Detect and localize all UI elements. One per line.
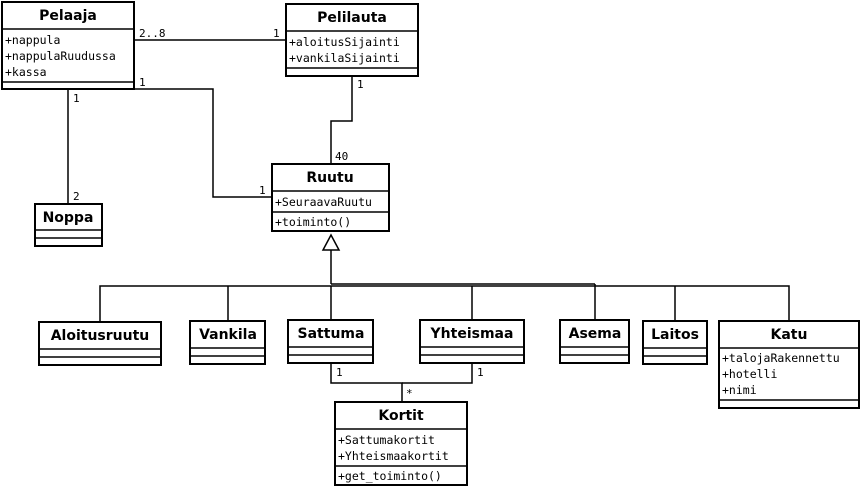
connectors bbox=[67, 39, 790, 402]
class-name: Aloitusruutu bbox=[51, 328, 150, 344]
multiplicity-label: 1 bbox=[477, 366, 484, 379]
class-ruutu[interactable]: Ruutu +SeuraavaRuutu +toiminto() bbox=[271, 163, 390, 232]
class-kortit[interactable]: Kortit +Sattumakortit +Yhteismaakortit +… bbox=[334, 401, 468, 486]
class-asema[interactable]: Asema bbox=[559, 319, 630, 364]
class-yhteismaa[interactable]: Yhteismaa bbox=[419, 319, 525, 364]
class-attribute: +nimi bbox=[722, 383, 757, 397]
class-name: Laitos bbox=[651, 327, 699, 343]
multiplicity-label: * bbox=[406, 387, 413, 400]
class-name: Yhteismaa bbox=[430, 326, 514, 342]
class-attribute: +nappulaRuudussa bbox=[5, 49, 116, 63]
class-noppa[interactable]: Noppa bbox=[34, 203, 103, 247]
class-name: Pelaaja bbox=[39, 8, 97, 24]
association-sattuma-kortit bbox=[330, 364, 403, 402]
class-attribute: +nappula bbox=[5, 33, 60, 47]
association-pelaaja-ruutu bbox=[134, 88, 272, 198]
class-attribute: +SeuraavaRuutu bbox=[275, 195, 372, 209]
class-pelilauta[interactable]: Pelilauta +aloitusSijainti +vankilaSijai… bbox=[285, 3, 419, 77]
class-name: Asema bbox=[569, 326, 622, 342]
class-name: Pelilauta bbox=[317, 10, 387, 26]
multiplicity-label: 40 bbox=[335, 150, 348, 163]
class-name: Kortit bbox=[378, 408, 424, 424]
class-name: Katu bbox=[771, 327, 808, 343]
multiplicity-label: 1 bbox=[357, 78, 364, 91]
association-yhteismaa-kortit bbox=[402, 364, 473, 384]
inheritance-triangle-icon bbox=[321, 233, 341, 251]
class-attribute: +Yhteismaakortit bbox=[338, 449, 449, 463]
multiplicity-label: 2..8 bbox=[139, 27, 166, 40]
multiplicity-label: 1 bbox=[259, 184, 266, 197]
class-name: Ruutu bbox=[306, 170, 353, 186]
class-attribute: +talojaRakennettu bbox=[722, 351, 840, 365]
multiplicity-label: 1 bbox=[336, 366, 343, 379]
multiplicity-label: 1 bbox=[273, 27, 280, 40]
class-sattuma[interactable]: Sattuma bbox=[287, 319, 374, 364]
class-vankila[interactable]: Vankila bbox=[189, 320, 266, 365]
multiplicity-label: 1 bbox=[139, 76, 146, 89]
class-attribute: +Sattumakortit bbox=[338, 433, 435, 447]
class-name: Noppa bbox=[43, 210, 94, 226]
association-pelilauta-ruutu bbox=[330, 76, 353, 164]
multiplicity-label: 2 bbox=[73, 190, 80, 203]
class-operation: +toiminto() bbox=[275, 215, 351, 229]
multiplicity-label: 1 bbox=[73, 92, 80, 105]
generalization-tree bbox=[99, 233, 790, 322]
class-attribute: +kassa bbox=[5, 65, 47, 79]
class-pelaaja[interactable]: Pelaaja +nappula +nappulaRuudussa +kassa bbox=[1, 1, 135, 90]
class-attribute: +aloitusSijainti bbox=[289, 35, 400, 49]
class-attribute: +vankilaSijainti bbox=[289, 51, 400, 65]
class-katu[interactable]: Katu +talojaRakennettu +hotelli +nimi bbox=[718, 320, 860, 409]
class-name: Vankila bbox=[199, 327, 257, 343]
multiplicity-labels: 2..8 1 1 2 1 1 1 40 1 1 * bbox=[73, 27, 484, 400]
class-laitos[interactable]: Laitos bbox=[642, 320, 708, 365]
class-aloitusruutu[interactable]: Aloitusruutu bbox=[38, 321, 162, 366]
class-attribute: +hotelli bbox=[722, 367, 777, 381]
class-name: Sattuma bbox=[298, 326, 365, 342]
class-operation: +get_toiminto() bbox=[338, 469, 442, 483]
